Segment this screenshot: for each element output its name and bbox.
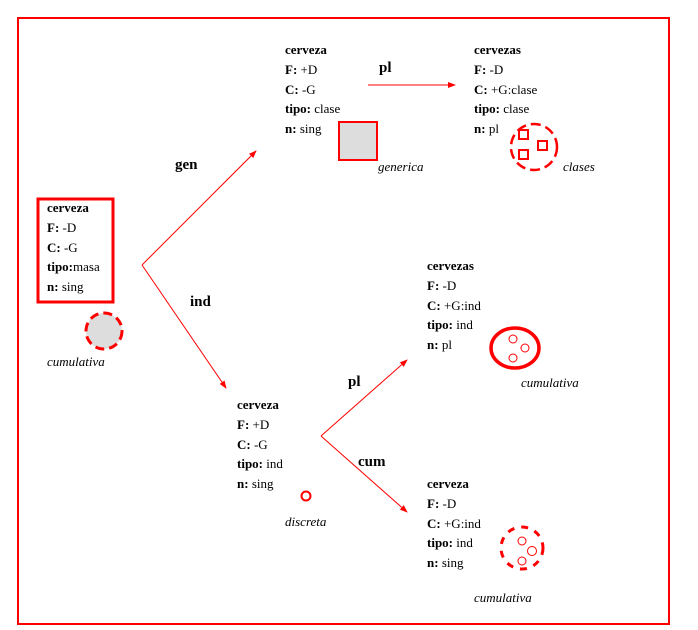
f-key: F:	[285, 61, 298, 77]
f-value: -D	[439, 495, 457, 511]
tipo-value: ind	[263, 456, 283, 472]
c-value: +G:clase	[487, 81, 538, 97]
tipo-key: tipo:	[47, 259, 73, 275]
f-key: F:	[237, 416, 250, 432]
node-word: cerveza	[427, 476, 469, 491]
small-circle-icon	[517, 556, 527, 566]
n-key: n:	[427, 337, 439, 353]
f-value: +D	[249, 416, 270, 432]
n-value: pl	[485, 121, 499, 137]
edge-label-cum: cum	[358, 454, 386, 470]
f-value: -D	[439, 277, 457, 293]
n-value: sing	[438, 555, 464, 571]
class-square-icon	[537, 140, 548, 151]
c-key: C:	[237, 436, 251, 452]
f-value: -D	[486, 61, 504, 77]
tipo-value: ind	[453, 317, 473, 333]
class-square-icon	[518, 129, 529, 140]
tipo-key: tipo:	[237, 456, 263, 472]
edge-label-pl: pl	[379, 60, 392, 76]
tipo-value: masa	[73, 259, 100, 275]
caption-cumulativa: cumulativa	[521, 375, 579, 390]
c-key: C:	[427, 515, 441, 531]
small-circle-icon	[508, 353, 518, 363]
n-key: n:	[474, 121, 486, 137]
n-value: sing	[296, 121, 322, 137]
tipo-key: tipo:	[427, 535, 453, 551]
small-circle-icon	[517, 536, 527, 546]
edge-label-gen: gen	[175, 157, 198, 173]
tipo-key: tipo:	[285, 101, 311, 117]
tipo-value: clase	[500, 101, 530, 117]
node-gen: cerveza F: +D C: -G tipo: clase n: sing	[285, 40, 340, 139]
edge-label-ind: ind	[190, 294, 211, 310]
node-gen-plural: cervezas F: -D C: +G:clase tipo: clase n…	[474, 40, 537, 139]
n-key: n:	[237, 476, 249, 492]
node-ind-plural: cervezas F: -D C: +G:ind tipo: ind n: pl	[427, 256, 481, 355]
f-key: F:	[427, 277, 440, 293]
n-key: n:	[47, 279, 59, 295]
class-square-icon	[518, 149, 529, 160]
node-word: cervezas	[427, 258, 474, 273]
arrow-gen	[141, 150, 257, 266]
f-key: F:	[474, 61, 487, 77]
c-value: -G	[298, 81, 316, 97]
caption-clases: clases	[563, 159, 595, 174]
generic-square-icon	[338, 121, 378, 161]
n-key: n:	[285, 121, 297, 137]
node-word: cervezas	[474, 42, 521, 57]
plural-solid-circle-icon	[489, 326, 541, 370]
classes-dashed-circle-icon	[509, 122, 559, 172]
arrow-pl-bottom	[320, 359, 408, 437]
root-box	[36, 197, 115, 304]
caption-discreta: discreta	[285, 514, 327, 529]
cumulative-dashed-circle-icon	[499, 525, 545, 571]
c-value: -G	[60, 239, 78, 255]
n-key: n:	[427, 555, 439, 571]
n-value: sing	[248, 476, 274, 492]
c-key: C:	[285, 81, 299, 97]
tipo-key: tipo:	[427, 317, 453, 333]
c-key: C:	[427, 297, 441, 313]
mass-dashed-circle-icon	[84, 311, 124, 351]
c-value: +G:ind	[440, 297, 481, 313]
f-value: -D	[59, 219, 77, 235]
c-key: C:	[474, 81, 488, 97]
arrow-ind	[141, 264, 227, 389]
node-word: cerveza	[47, 200, 89, 215]
caption-cumulativa: cumulativa	[47, 354, 105, 369]
caption-generica: generica	[378, 159, 424, 174]
caption-cumulativa: cumulativa	[474, 590, 532, 605]
node-word: cerveza	[237, 397, 279, 412]
n-value: pl	[438, 337, 452, 353]
f-key: F:	[427, 495, 440, 511]
node-ind: cerveza F: +D C: -G tipo: ind n: sing	[237, 395, 283, 494]
arrow-cum	[320, 435, 408, 513]
discrete-circle-icon	[300, 490, 312, 502]
f-value: +D	[297, 61, 318, 77]
n-value: sing	[58, 279, 84, 295]
node-word: cerveza	[285, 42, 327, 57]
outer-frame	[17, 17, 670, 625]
tipo-value: clase	[311, 101, 341, 117]
node-ind-cum: cerveza F: -D C: +G:ind tipo: ind n: sin…	[427, 474, 481, 573]
f-key: F:	[47, 219, 60, 235]
c-value: +G:ind	[440, 515, 481, 531]
small-circle-icon	[527, 546, 537, 556]
node-root: cerveza F: -D C: -G tipo:masa n: sing	[47, 198, 100, 297]
tipo-key: tipo:	[474, 101, 500, 117]
c-key: C:	[47, 239, 61, 255]
c-value: -G	[250, 436, 268, 452]
edge-label-pl: pl	[348, 374, 361, 390]
tipo-value: ind	[453, 535, 473, 551]
small-circle-icon	[520, 343, 530, 353]
small-circle-icon	[508, 334, 518, 344]
